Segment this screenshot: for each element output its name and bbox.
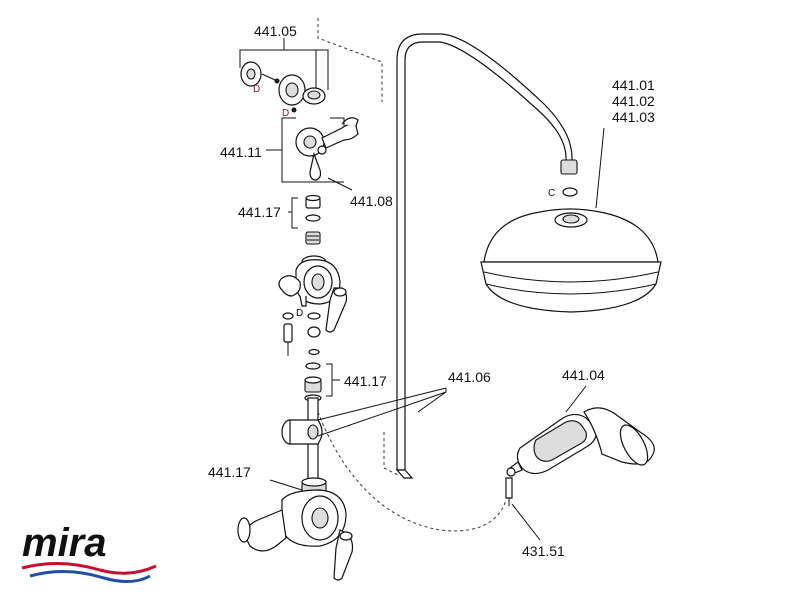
label-441-08: 441.08 [350,193,393,209]
shower-hose [505,477,513,506]
label-441-05: 441.05 [254,23,297,39]
label-441-17-bottom: 441.17 [208,464,251,480]
union-nut-upper [305,194,321,245]
riser-rail [395,33,578,479]
wall-outline-bottom [383,432,401,477]
label-441-11: 441.11 [220,144,262,160]
mixer-valve-lower [237,477,354,581]
logo-wordmark: mira [22,521,107,565]
rail-outlet-thread [560,159,578,175]
shower-head-washer [562,187,578,197]
union-washer [305,214,321,222]
label-431-51: 431.51 [522,543,565,559]
label-441-17-mid: 441.17 [344,373,387,389]
slide-bracket [295,117,359,181]
seals-middle [282,312,321,356]
wall-outline-top [317,18,383,102]
bracket-44117-top [291,197,298,229]
label-441-17-top: 441.17 [238,204,281,220]
marker-c-head: C [548,188,555,199]
mira-logo: mira [21,521,157,583]
hose-path-dashed [317,411,507,532]
shower-handset [506,407,655,477]
label-441-04: 441.04 [562,367,605,383]
label-441-06: 441.06 [448,369,491,385]
logo-wave-blue [29,569,151,583]
bracket-44117-mid [326,363,333,397]
logo-wave-red [21,561,157,575]
label-441-02: 441.02 [612,93,655,109]
marker-d-top: D [253,84,260,95]
union-nut-middle [304,362,322,402]
label-441-03: 441.03 [612,109,655,125]
shower-head [480,187,662,313]
valve-knob-left [278,275,301,297]
label-441-01: 441.01 [612,77,655,93]
valve-inlet-left [245,509,287,552]
marker-d-top2: D [282,108,289,119]
wall-bracket-set [240,61,326,113]
mixer-valve-upper [278,255,348,333]
marker-d-mid: D [296,308,303,319]
